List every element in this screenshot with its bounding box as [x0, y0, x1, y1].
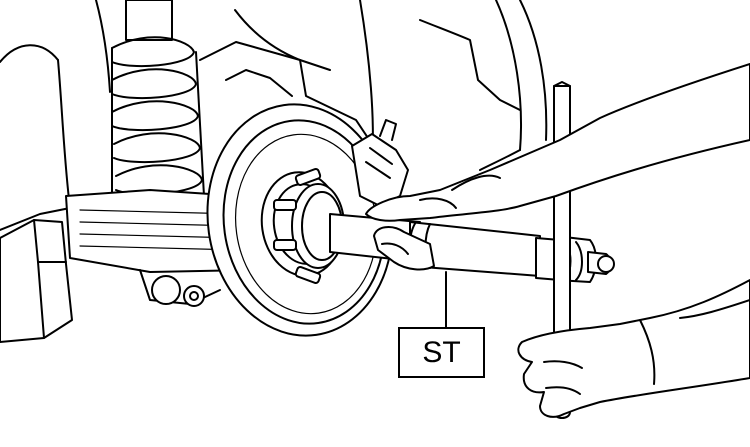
lower-hand: [517, 279, 750, 418]
upper-hand: [365, 63, 750, 271]
splash-guard: [0, 219, 73, 343]
coil-spring: [111, 0, 205, 201]
brake-caliper: [351, 119, 409, 207]
special-tool-label: ST: [398, 327, 485, 378]
wheel-bolt: [273, 168, 322, 284]
fender-body-outline: [0, 0, 548, 231]
